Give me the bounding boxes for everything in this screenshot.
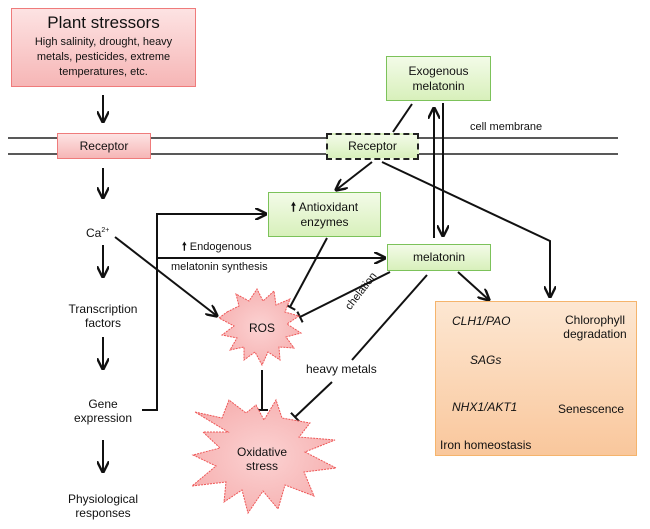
exogenous-line-1: Exogenous [408,63,469,78]
cell-membrane-label: cell membrane [470,121,543,133]
transcription-line-2: factors [84,316,121,331]
arrow-melatonin-outcomes [457,271,489,300]
gene-line-1: Gene [88,397,118,411]
oxidative-line-1: Oxidative [236,445,288,459]
melatonin-label: melatonin [412,250,466,264]
physio-line-1: Physiological [67,492,139,506]
endogenous-label-2: melatonin synthesis [171,261,268,273]
endogenous-label-1: 🠕 Endogenous [182,241,252,254]
transcription-factors-label: Transcription factors [53,302,153,331]
antioxidant-label: Antioxidant [298,199,359,214]
clh1-pao-gene: CLH1/PAO [452,314,511,328]
antioxidant-line-2: enzymes [300,214,349,229]
chlorophyll-line-1: Chlorophyll [564,313,626,327]
calcium-text: Ca [86,226,102,240]
stressors-line-1: High salinity, drought, heavy [34,36,173,48]
receptor-right: Receptor [326,133,419,160]
exogenous-line-2: melatonin [412,78,465,93]
sags-gene: SAGs [470,353,502,367]
arrow-receptor-chlorophyll [381,161,550,297]
receptor-right-label: Receptor [348,139,397,153]
iron-homeostasis-label: Iron homeostasis [440,438,532,452]
up-arrow-icon: 🠕 [182,241,187,253]
oxidative-line-2: stress [245,459,278,474]
chlorophyll-degradation-label: Chlorophyll degradation [552,313,638,342]
chelation-line [351,274,428,361]
link-exogenous-receptor [392,103,413,133]
arrow-ca-ros [114,236,217,316]
physio-line-2: responses [75,506,131,521]
plant-stressors-title: Plant stressors [47,13,160,32]
plant-stressors-box: Plant stressors High salinity, drought, … [11,8,196,87]
oxidative-stress-label: Oxidative stress [222,445,302,474]
inhibit-antioxidant-ros [284,237,328,311]
inhibit-melatonin-ros [296,271,391,323]
antioxidant-line-1: 🠕 Antioxidant [291,200,358,215]
stressors-line-3: temperatures, etc. [59,66,148,78]
receptor-left: Receptor [57,133,151,159]
endogenous-text: Endogenous [189,241,252,253]
melatonin-box: melatonin [387,244,491,271]
nhx1-akt1-gene: NHX1/AKT1 [452,400,518,414]
arrow-receptor-antioxidant [336,161,373,190]
oxidative-stress-burst [190,398,338,515]
chlorophyll-line-2: degradation [563,327,627,342]
physiological-responses-label: Physiological responses [43,492,163,521]
gene-expression-label: Gene expression [53,397,153,426]
ros-label: ROS [248,321,275,335]
exogenous-melatonin-box: Exogenous melatonin [386,56,491,101]
outcomes-box: CLH1/PAO Chlorophyll degradation SAGs Se… [435,301,637,456]
senescence-label: Senescence [558,402,625,416]
stressors-line-2: metals, pesticides, extreme [36,51,171,63]
heavy-metals-label: heavy metals [306,362,377,376]
arrow-gene-antioxidant [142,214,266,411]
ros-burst [218,288,303,367]
up-arrow-icon: 🠕 [290,199,297,214]
receptor-left-label: Receptor [79,139,129,153]
inhibit-heavymetals-oxidative [290,381,333,423]
antioxidant-enzymes-box: 🠕 Antioxidant enzymes [268,192,381,237]
gene-line-2: expression [73,411,133,426]
calcium-charge: 2+ [101,227,110,234]
transcription-line-1: Transcription [68,302,138,316]
calcium-label: Ca2+ [86,226,109,240]
